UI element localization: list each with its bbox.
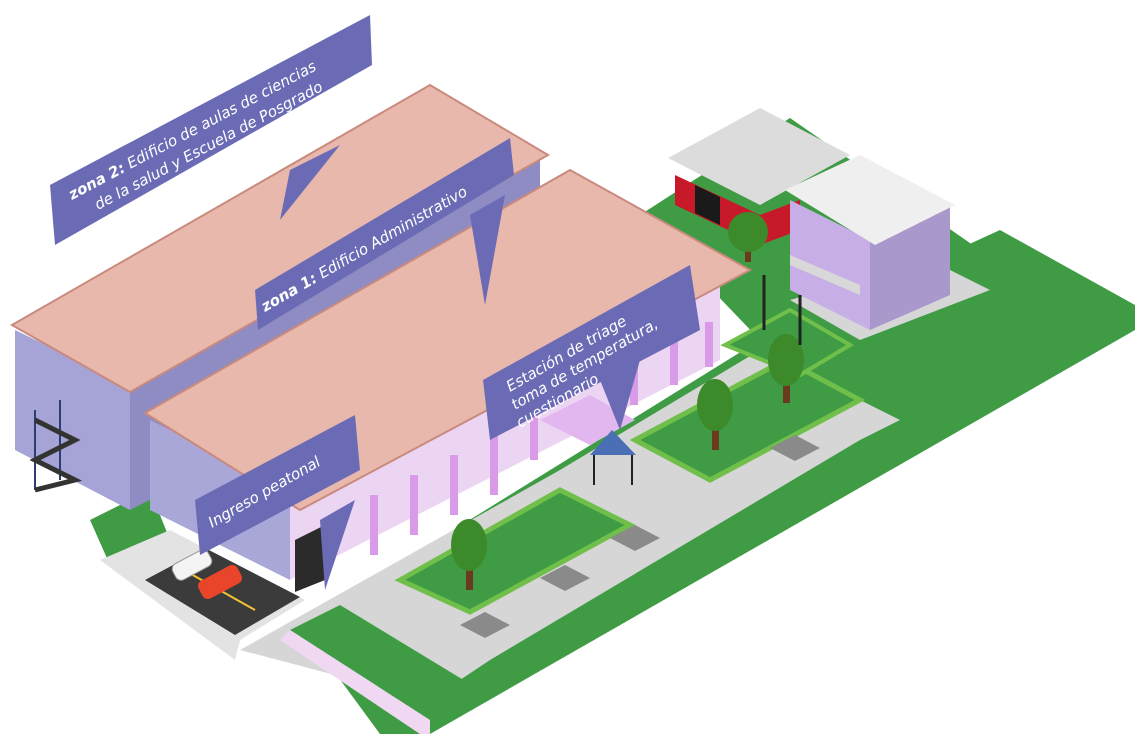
white-car xyxy=(171,549,213,581)
label-ingreso-pointer xyxy=(320,500,355,590)
label-triage-banner xyxy=(483,265,700,440)
front-lawn-bed xyxy=(290,605,480,720)
picnic-table xyxy=(460,612,510,638)
label-zona-2-line1: Edificio de aulas de ciencias xyxy=(124,57,319,172)
front-wall xyxy=(280,630,430,734)
red-car xyxy=(197,564,243,600)
label-triage-pointer xyxy=(600,360,640,430)
building-1-windows xyxy=(370,322,713,555)
cars xyxy=(171,549,243,600)
purple-house-roof xyxy=(785,155,955,245)
red-building-stripe xyxy=(695,185,720,225)
triage-tent xyxy=(590,430,636,485)
building-2-roof xyxy=(9,83,550,394)
trees xyxy=(451,212,804,590)
label-zona-2-banner xyxy=(50,15,372,245)
purple-house-wall xyxy=(790,200,870,330)
tree xyxy=(768,334,804,403)
tree xyxy=(697,379,733,450)
picnic-table xyxy=(610,525,660,551)
picnic-tables xyxy=(460,435,820,638)
tree xyxy=(451,519,487,590)
purple-house-porch xyxy=(790,255,860,295)
secondary-buildings xyxy=(668,108,955,330)
planter-bed-2 xyxy=(629,357,866,483)
label-ingreso-banner xyxy=(195,415,360,555)
label-zona-2-pointer xyxy=(280,145,340,220)
fire-escape-stairs xyxy=(29,400,83,493)
tree xyxy=(728,212,768,262)
label-zona-1-banner xyxy=(255,138,514,330)
planter-bed-1 xyxy=(394,487,636,615)
red-building-roof xyxy=(668,108,850,205)
picnic-table xyxy=(770,435,820,461)
picnic-table xyxy=(540,565,590,591)
lamp-posts xyxy=(762,275,802,345)
building-1-entrance xyxy=(295,525,325,592)
label-zona-1-pointer xyxy=(470,195,505,305)
